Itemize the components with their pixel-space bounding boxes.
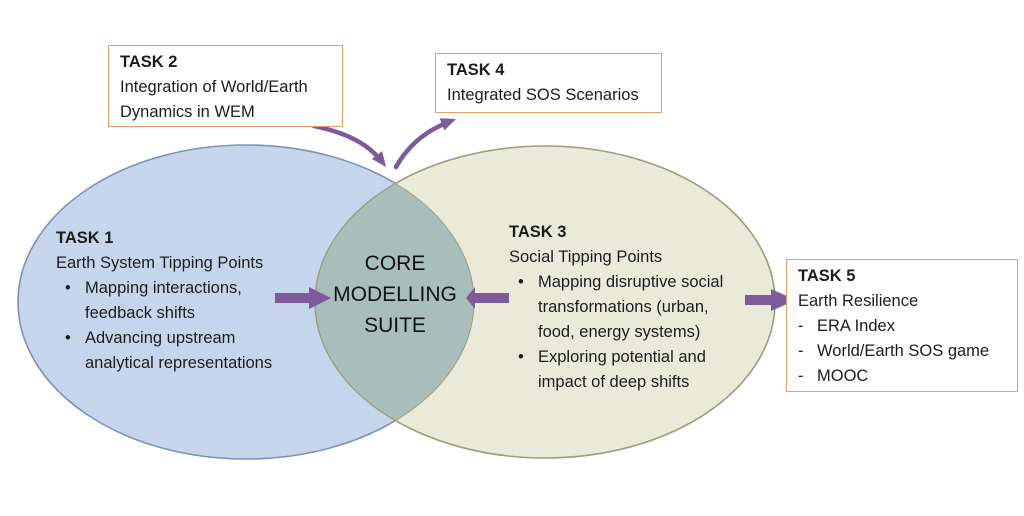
task3-bullets: • Mapping disruptive social transformati…	[509, 270, 765, 395]
list-item-text: World/Earth SOS game	[817, 342, 990, 360]
task5-subtitle: Earth Resilience	[798, 292, 919, 310]
bullet-marker: •	[65, 329, 71, 347]
arrow-task2-to-core-head	[371, 151, 386, 167]
task2-title: TASK 2	[120, 53, 178, 71]
list-item: • Exploring potential and impact of deep…	[509, 345, 765, 395]
list-item: • Mapping disruptive social transformati…	[509, 270, 765, 345]
arrow-core-to-task4	[393, 119, 452, 170]
task1-label-group: TASK 1 Earth System Tipping Points • Map…	[56, 226, 314, 376]
list-item: - ERA Index	[798, 314, 1006, 339]
list-item-text: Mapping interactions, feedback shifts	[85, 279, 242, 322]
bullet-marker: •	[518, 348, 524, 366]
list-item-text: Exploring potential and impact of deep s…	[538, 348, 706, 391]
task2-box: TASK 2 Integration of World/Earth Dynami…	[108, 45, 343, 127]
arrow-task3-to-core	[466, 287, 509, 309]
task3-title: TASK 3	[509, 223, 567, 241]
task2-body: Integration of World/Earth Dynamics in W…	[120, 78, 308, 121]
list-item-text: ERA Index	[817, 317, 895, 335]
task1-title: TASK 1	[56, 229, 114, 247]
arrow-task1-to-core	[275, 287, 331, 309]
task5-list: - ERA Index - World/Earth SOS game - MOO…	[798, 314, 1006, 389]
list-item-text: Advancing upstream analytical representa…	[85, 329, 273, 372]
task1-subtitle: Earth System Tipping Points	[56, 254, 264, 272]
task1-bullets: • Mapping interactions, feedback shifts …	[56, 276, 314, 376]
dash-marker: -	[798, 317, 804, 335]
dash-marker: -	[798, 342, 804, 360]
list-item: - World/Earth SOS game	[798, 339, 1006, 364]
dash-marker: -	[798, 367, 804, 385]
task3-label-group: TASK 3 Social Tipping Points • Mapping d…	[509, 220, 765, 395]
list-item: - MOOC	[798, 364, 1006, 389]
bullet-marker: •	[65, 279, 71, 297]
task4-body: Integrated SOS Scenarios	[447, 86, 639, 104]
arrow-task3-to-task5	[745, 289, 796, 311]
bullet-marker: •	[518, 273, 524, 291]
list-item-text: MOOC	[817, 367, 869, 385]
task3-subtitle: Social Tipping Points	[509, 248, 663, 266]
list-item: • Advancing upstream analytical represen…	[56, 326, 314, 376]
task5-box: TASK 5 Earth Resilience - ERA Index - Wo…	[786, 259, 1018, 392]
task4-box: TASK 4 Integrated SOS Scenarios	[435, 53, 662, 113]
core-overlap-region	[314, 182, 475, 422]
task4-title: TASK 4	[447, 61, 505, 79]
list-item: • Mapping interactions, feedback shifts	[56, 276, 314, 326]
list-item-text: Mapping disruptive social transformation…	[538, 273, 724, 341]
core-modelling-suite-label: CORE MODELLING SUITE	[333, 252, 457, 337]
task5-title: TASK 5	[798, 267, 856, 285]
arrow-core-to-task4-head	[439, 118, 456, 131]
